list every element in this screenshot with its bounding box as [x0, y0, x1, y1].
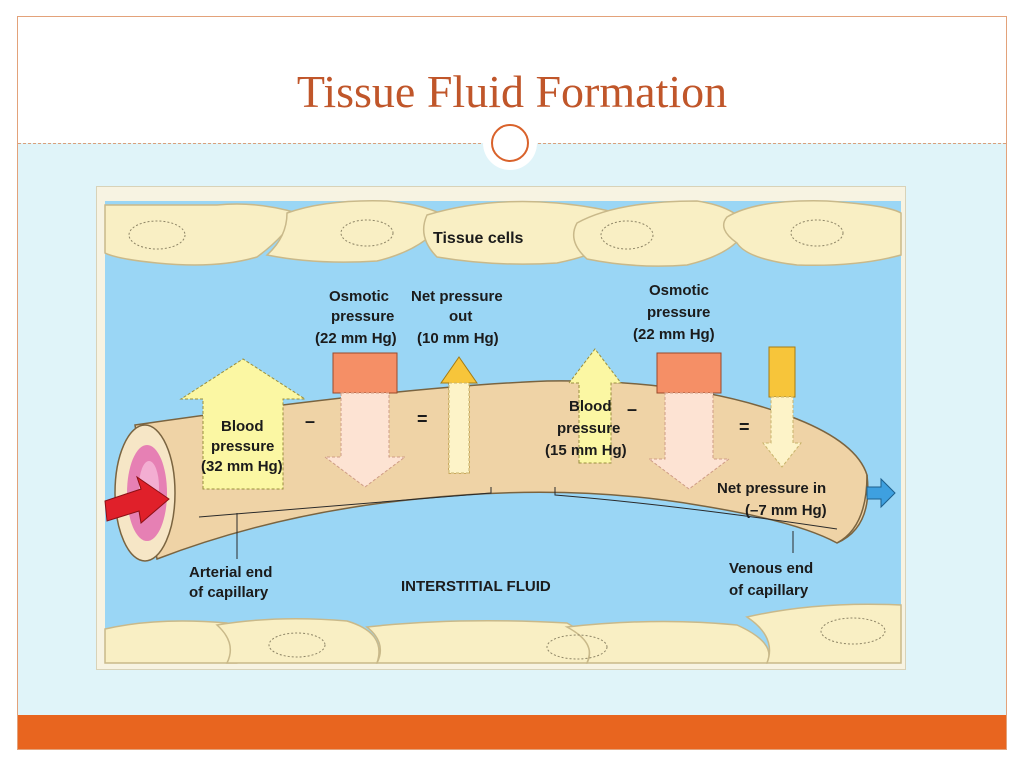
- venous-end-label-2: of capillary: [729, 582, 809, 599]
- footer-accent-bar: [18, 715, 1006, 749]
- tissue-cell: [365, 620, 591, 664]
- venous-blood-pressure-label-2: pressure: [557, 420, 620, 437]
- cell-nucleus: [600, 220, 654, 250]
- tissue-cell: [745, 603, 902, 664]
- venous-equals-sign: =: [739, 417, 750, 437]
- blood-outflow-arrow: [866, 477, 896, 509]
- diagram-canvas: Tissue cells Blood pressure (32 m: [104, 200, 902, 664]
- cell-nucleus: [820, 617, 886, 645]
- venous-end-label-1: Venous end: [729, 560, 813, 577]
- title-divider-ornament: [483, 116, 537, 170]
- venous-bracket: [554, 487, 838, 530]
- top-tissue-cells: [104, 200, 902, 267]
- venous-osmotic-label-1: Osmotic: [649, 282, 709, 299]
- ornament-ring: [491, 124, 529, 162]
- tissue-cell: [215, 618, 380, 664]
- blood-inflow-arrow: [104, 475, 170, 524]
- arterial-blood-pressure-label-2: pressure: [211, 438, 274, 455]
- tissue-cell: [564, 620, 770, 664]
- venous-net-pressure-bar: [768, 346, 796, 398]
- arterial-osmotic-box: [332, 352, 398, 394]
- arterial-osmotic-arrow: [323, 392, 407, 488]
- arterial-bracket: [198, 487, 492, 518]
- arterial-osmotic-label-1: Osmotic: [329, 288, 389, 305]
- venous-osmotic-arrow: [647, 392, 731, 490]
- arterial-end-label-1: Arterial end: [189, 564, 272, 581]
- arterial-minus-sign: –: [305, 411, 315, 431]
- cell-nucleus: [546, 634, 608, 660]
- slide-frame: [17, 16, 1007, 750]
- arterial-net-label-1: Net pressure: [411, 288, 503, 305]
- interstitial-fluid-label: INTERSTITIAL FLUID: [401, 578, 551, 595]
- venous-blood-pressure-arrow: [567, 348, 623, 464]
- capillary-diagram: Tissue cells Blood pressure (32 m: [96, 186, 906, 670]
- venous-osmotic-label-3: (22 mm Hg): [633, 326, 715, 343]
- arterial-equals-sign: =: [417, 409, 428, 429]
- tissue-cells-label: Tissue cells: [433, 230, 524, 247]
- venous-blood-pressure-label-3: (15 mm Hg): [545, 442, 627, 459]
- venous-minus-sign: –: [627, 399, 637, 419]
- venous-osmotic-label-2: pressure: [647, 304, 710, 321]
- tissue-cell: [265, 200, 449, 263]
- cell-nucleus: [128, 220, 186, 250]
- arterial-osmotic-label-2: pressure: [331, 308, 394, 325]
- tissue-cell: [722, 200, 902, 267]
- venous-net-label-2: (–7 mm Hg): [745, 502, 827, 519]
- venous-net-pressure-arrow: [761, 396, 803, 468]
- slide-title: Tissue Fluid Formation: [296, 66, 728, 117]
- arterial-osmotic-label-3: (22 mm Hg): [315, 330, 397, 347]
- cell-nucleus: [268, 632, 326, 658]
- venous-osmotic-box: [656, 352, 722, 394]
- tissue-cell: [572, 200, 748, 267]
- venous-blood-pressure-label-1: Blood: [569, 398, 612, 415]
- arterial-blood-pressure-label-1: Blood: [221, 418, 264, 435]
- arterial-blood-pressure-arrow: [179, 358, 307, 490]
- arterial-net-label-2: out: [449, 308, 472, 325]
- arterial-end-label-2: of capillary: [189, 584, 269, 601]
- cell-nucleus: [790, 219, 844, 247]
- arterial-net-label-3: (10 mm Hg): [417, 330, 499, 347]
- cell-nucleus: [340, 219, 394, 247]
- arterial-blood-pressure-label-3: (32 mm Hg): [201, 458, 283, 475]
- venous-end-cap: [836, 474, 868, 544]
- tissue-cell: [104, 203, 299, 266]
- arterial-net-pressure-shaft: [448, 382, 470, 474]
- venous-net-label-1: Net pressure in: [717, 480, 826, 497]
